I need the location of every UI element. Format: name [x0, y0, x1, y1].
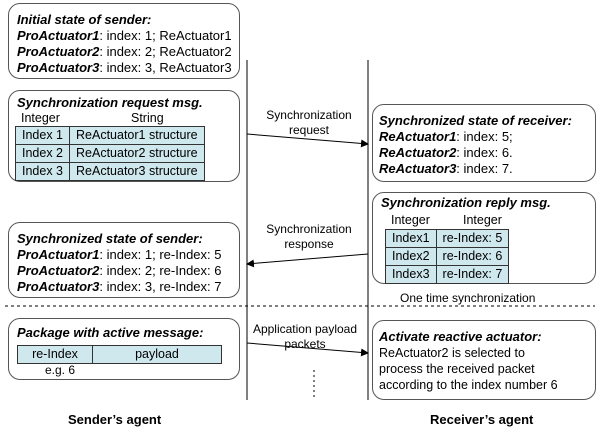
sync-request-col1-header: Integer — [21, 111, 60, 125]
sync-response-arrow — [246, 253, 369, 268]
package-title: Package with active message: — [17, 325, 204, 340]
activate-box: Activate reactive actuator: ReActuator2 … — [372, 320, 596, 400]
sync-reply-msg-title: Synchronization reply msg. — [381, 195, 551, 210]
activate-line: process the received packet — [379, 362, 535, 376]
receiver-synced-line: ReActuator2: index: 6. — [379, 145, 513, 160]
sender-synced-line: ProActuator1: index: 1; re-Index: 5 — [17, 247, 222, 262]
app-payload-arrow — [246, 342, 369, 357]
reindex-cell: re-Index — [17, 345, 93, 364]
sync-reply-msg-box: Synchronization reply msg. Integer Integ… — [372, 192, 596, 284]
sync-reply-col2-header: Integer — [463, 213, 502, 227]
activate-line: according to the index number 6 — [379, 378, 558, 392]
sync-reply-col1-header: Integer — [391, 213, 430, 227]
receiver-synced-title: Synchronized state of receiver: — [379, 113, 572, 128]
sender-synced-box: Synchronized state of sender: ProActuato… — [8, 222, 240, 298]
sender-agent-label: Sender’s agent — [68, 412, 162, 427]
package-box: Package with active message: re-Index pa… — [8, 318, 240, 380]
table-row: re-Index payload — [17, 345, 222, 364]
receiver-synced-box: Synchronized state of receiver: ReActuat… — [372, 104, 596, 182]
sender-initial-line: ProActuator2: index: 2; ReActuator2 — [17, 44, 232, 59]
sync-request-msg-box: Synchronization request msg. Integer Str… — [8, 90, 240, 182]
one-time-sync-label: One time synchronization — [400, 291, 536, 305]
sender-initial-box: Initial state of sender: ProActuator1: i… — [8, 3, 240, 79]
activate-title: Activate reactive actuator: — [379, 329, 542, 344]
package-example: e.g. 6 — [45, 363, 76, 377]
receiver-agent-label: Receiver’s agent — [430, 412, 534, 427]
sender-initial-line: ProActuator1: index: 1; ReActuator1 — [17, 28, 232, 43]
sender-initial-line: ProActuator3: index: 3, ReActuator3 — [17, 60, 232, 75]
activate-line: ReActuator2 is selected to — [379, 346, 525, 360]
sender-initial-title: Initial state of sender: — [17, 12, 152, 27]
package-table: re-Index payload — [17, 345, 222, 364]
sender-synced-line: ProActuator2: index: 2; re-Index: 6 — [17, 263, 222, 278]
receiver-synced-line: ReActuator1: index: 5; — [379, 129, 513, 144]
sender-synced-line: ProActuator3: index: 3, re-Index: 7 — [17, 279, 222, 294]
sync-request-arrow — [246, 133, 369, 148]
receiver-synced-line: ReActuator3: index: 7. — [379, 161, 513, 176]
sync-request-msg-title: Synchronization request msg. — [17, 95, 203, 110]
sync-request-col2-header: String — [131, 111, 164, 125]
sender-synced-title: Synchronized state of sender: — [17, 231, 203, 246]
payload-cell: payload — [92, 345, 222, 364]
